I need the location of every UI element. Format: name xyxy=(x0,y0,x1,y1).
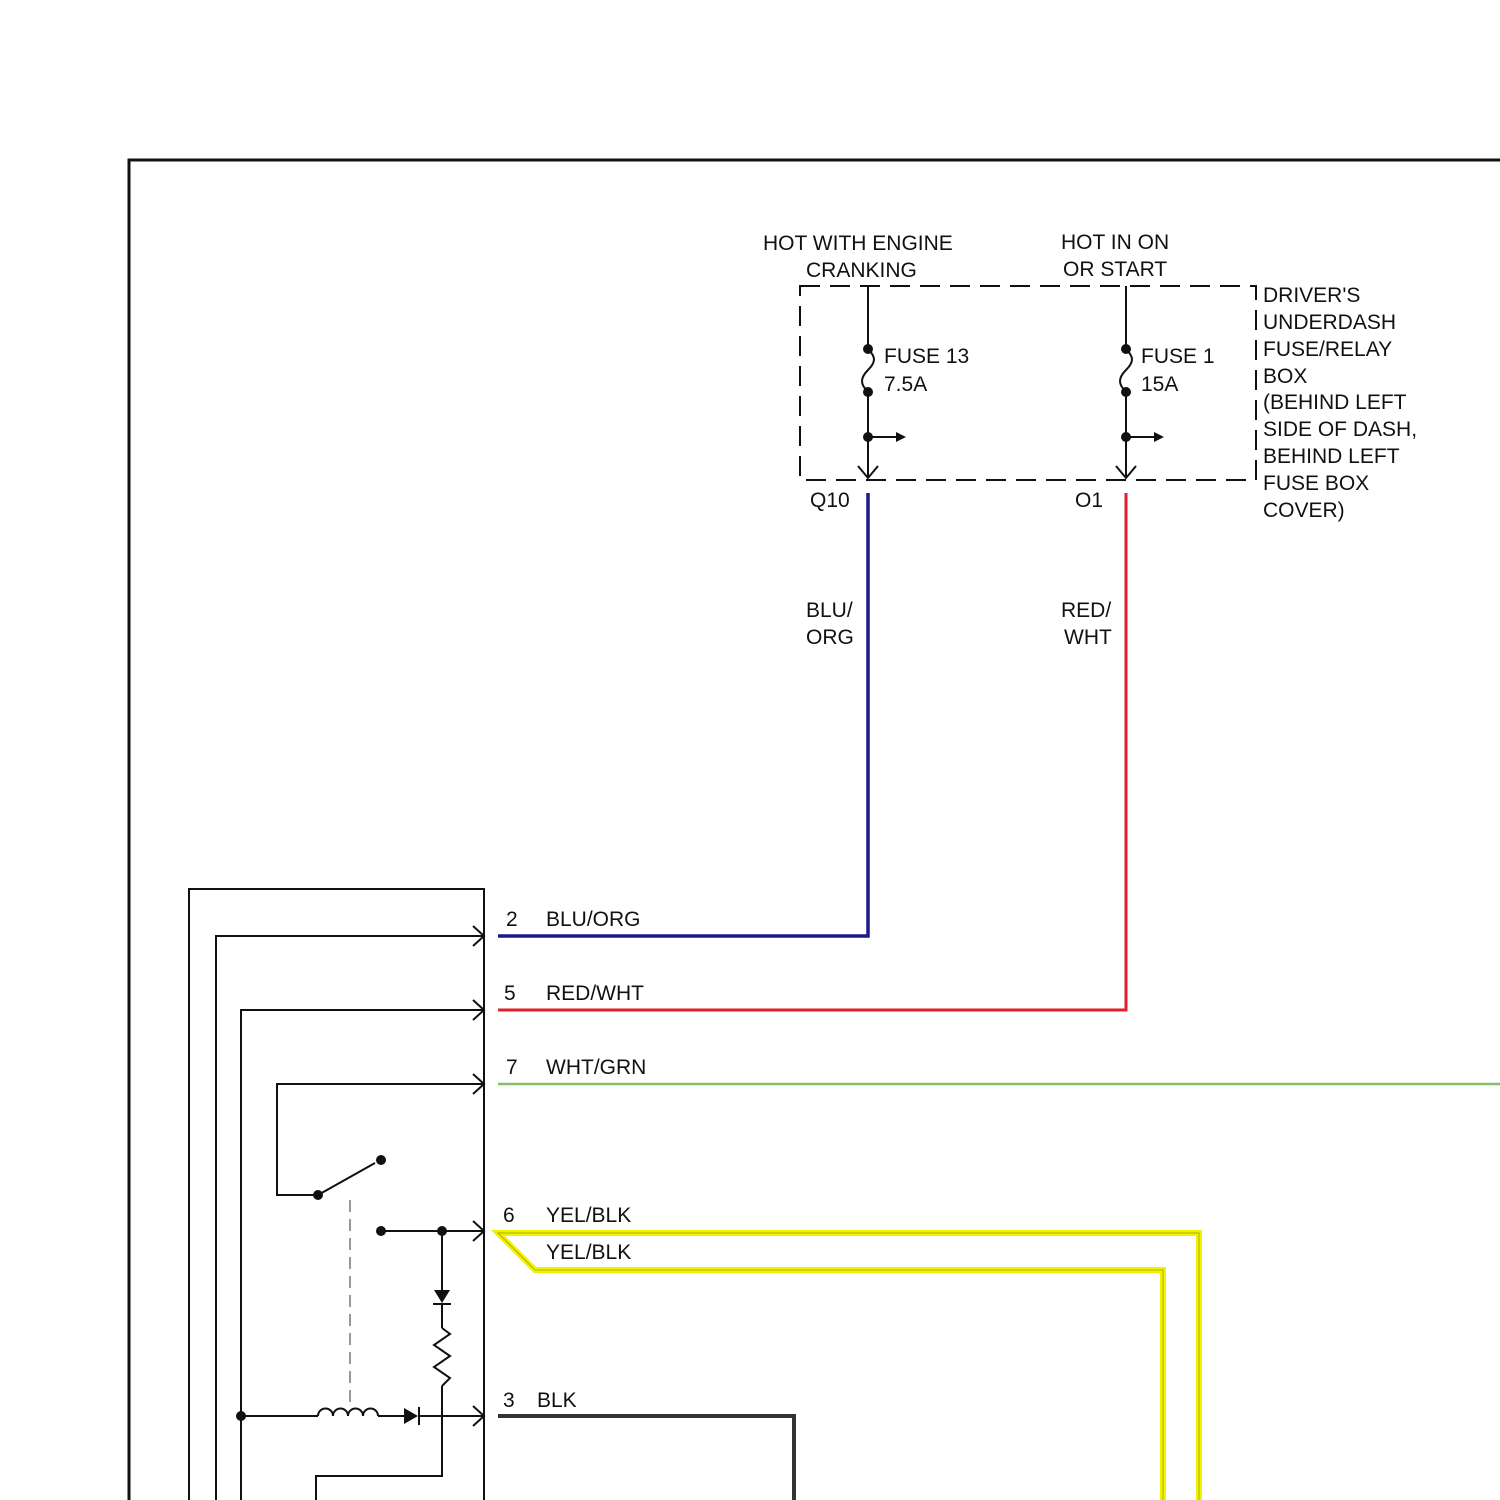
fuse-13-name: FUSE 13 xyxy=(884,345,969,368)
red-wht-label: RED/ WHT xyxy=(1061,599,1112,649)
pin-6b-label: YEL/BLK xyxy=(546,1241,631,1264)
power-source-right: HOT IN ON OR START xyxy=(1061,231,1169,281)
diagram-frame xyxy=(129,160,1500,1500)
svg-text:DRIVER'S: DRIVER'S xyxy=(1263,284,1360,307)
svg-text:HOT WITH ENGINE: HOT WITH ENGINE xyxy=(763,232,953,255)
svg-text:FUSE/RELAY: FUSE/RELAY xyxy=(1263,338,1392,361)
svg-text:WHT/GRN: WHT/GRN xyxy=(546,1056,646,1079)
svg-text:(BEHIND LEFT: (BEHIND LEFT xyxy=(1263,391,1407,414)
resistor xyxy=(434,1328,450,1386)
svg-text:BEHIND LEFT: BEHIND LEFT xyxy=(1263,445,1400,468)
terminal-o1: O1 xyxy=(1075,489,1103,512)
wire-red-wht xyxy=(498,493,1126,1010)
relay-module xyxy=(189,889,484,1500)
svg-text:YEL/BLK: YEL/BLK xyxy=(546,1241,631,1264)
svg-text:RED/: RED/ xyxy=(1061,599,1111,622)
svg-text:OR START: OR START xyxy=(1063,258,1167,281)
wire-yel-blk-outer xyxy=(498,1233,1199,1500)
svg-text:BLU/ORG: BLU/ORG xyxy=(546,908,641,931)
pin-5-label: 5 RED/WHT xyxy=(504,982,644,1005)
fuse-box-description: DRIVER'S UNDERDASH FUSE/RELAY BOX (BEHIN… xyxy=(1263,284,1417,522)
svg-text:BLK: BLK xyxy=(537,1389,577,1412)
svg-text:6: 6 xyxy=(503,1204,515,1227)
svg-text:UNDERDASH: UNDERDASH xyxy=(1263,311,1396,334)
wire-blk xyxy=(498,1416,794,1500)
svg-text:7: 7 xyxy=(506,1056,518,1079)
wire-blu-org xyxy=(498,493,868,936)
svg-text:RED/WHT: RED/WHT xyxy=(546,982,644,1005)
svg-text:CRANKING: CRANKING xyxy=(806,259,917,282)
fuse-13: FUSE 13 7.5A xyxy=(858,286,969,478)
pin-3-label: 3 BLK xyxy=(503,1389,577,1412)
pin-7-label: 7 WHT/GRN xyxy=(506,1056,646,1079)
svg-text:FUSE BOX: FUSE BOX xyxy=(1263,472,1369,495)
svg-text:2: 2 xyxy=(506,908,518,931)
switch-contact-open xyxy=(376,1155,386,1165)
svg-text:BLU/: BLU/ xyxy=(806,599,853,622)
wire-yel-blk-inner-outline xyxy=(498,1233,1199,1500)
fuse-1: FUSE 1 15A xyxy=(1116,286,1215,478)
svg-text:HOT IN ON: HOT IN ON xyxy=(1061,231,1169,254)
svg-text:ORG: ORG xyxy=(806,626,854,649)
svg-text:5: 5 xyxy=(504,982,516,1005)
terminal-q10: Q10 xyxy=(810,489,850,512)
fuse-1-rating: 15A xyxy=(1141,373,1178,396)
power-source-left: HOT WITH ENGINE CRANKING xyxy=(763,232,953,282)
svg-text:SIDE OF DASH,: SIDE OF DASH, xyxy=(1263,418,1417,441)
svg-text:WHT: WHT xyxy=(1064,626,1112,649)
relay-coil xyxy=(318,1409,378,1417)
blu-org-label: BLU/ ORG xyxy=(806,599,854,649)
svg-text:3: 3 xyxy=(503,1389,515,1412)
fuse-13-rating: 7.5A xyxy=(884,373,927,396)
diode-vertical xyxy=(434,1290,450,1303)
fuse-1-name: FUSE 1 xyxy=(1141,345,1215,368)
pin-2-label: 2 BLU/ORG xyxy=(506,908,641,931)
svg-text:COVER): COVER) xyxy=(1263,499,1345,522)
svg-text:BOX: BOX xyxy=(1263,365,1307,388)
pin-6-label: 6 YEL/BLK xyxy=(503,1204,631,1227)
diode-horizontal xyxy=(404,1408,418,1424)
svg-text:YEL/BLK: YEL/BLK xyxy=(546,1204,631,1227)
